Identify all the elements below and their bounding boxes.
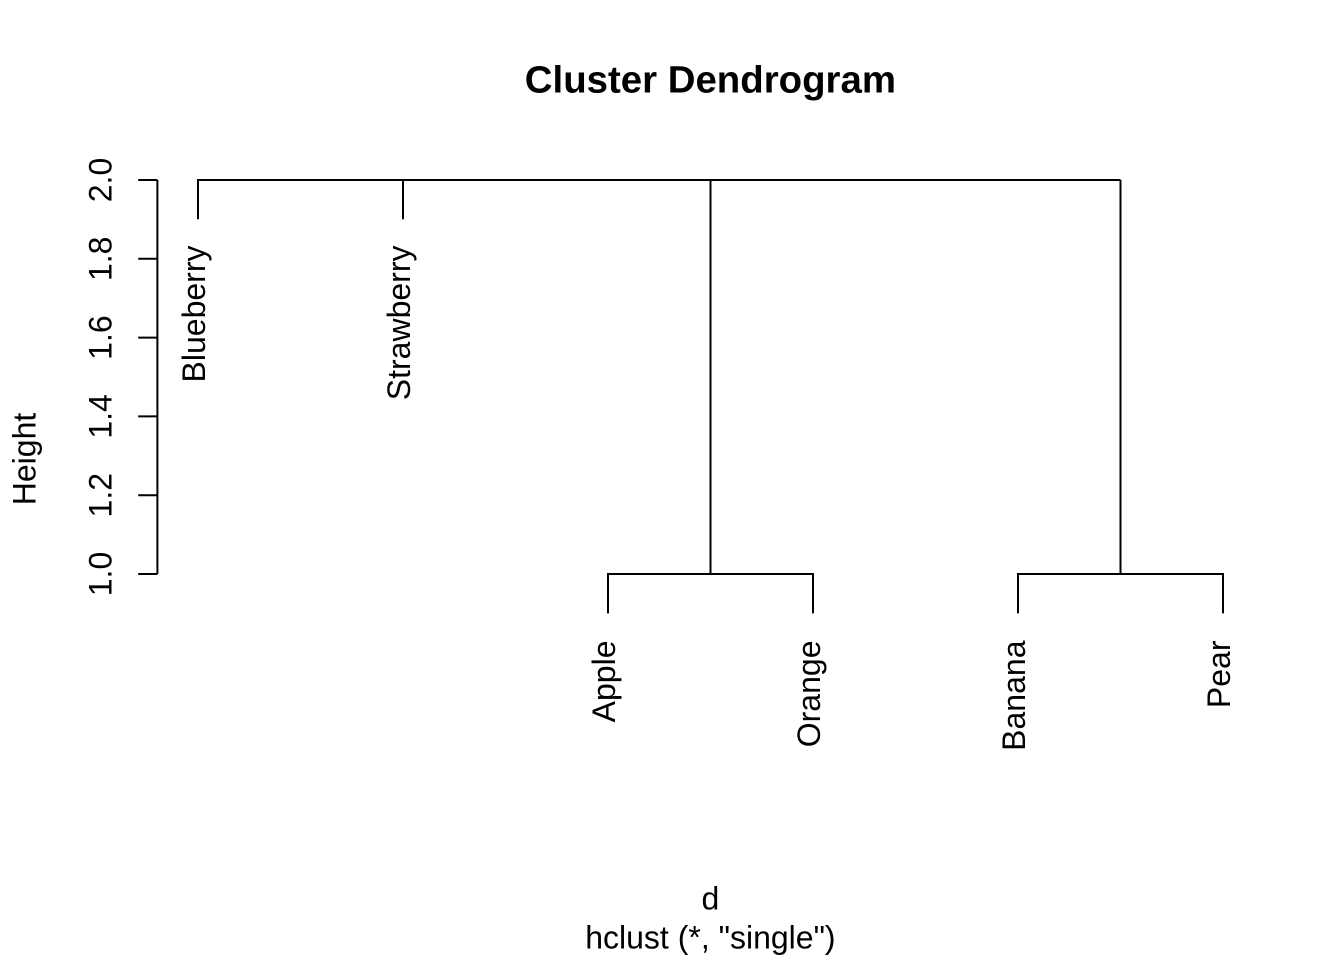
svg-text:1.6: 1.6 <box>82 315 118 359</box>
svg-text:1.4: 1.4 <box>82 394 118 438</box>
svg-text:Orange: Orange <box>791 641 827 748</box>
svg-text:1.8: 1.8 <box>82 237 118 281</box>
svg-text:1.0: 1.0 <box>82 552 118 596</box>
svg-text:d: d <box>702 880 720 916</box>
svg-text:2.0: 2.0 <box>82 158 118 202</box>
svg-text:Pear: Pear <box>1201 640 1237 708</box>
svg-text:1.2: 1.2 <box>82 473 118 517</box>
svg-text:Banana: Banana <box>996 640 1032 751</box>
svg-text:Height: Height <box>6 413 42 506</box>
svg-text:hclust (*, "single"): hclust (*, "single") <box>585 919 835 955</box>
svg-text:Cluster Dendrogram: Cluster Dendrogram <box>525 58 896 101</box>
svg-text:Blueberry: Blueberry <box>176 246 212 383</box>
svg-text:Strawberry: Strawberry <box>381 246 417 401</box>
svg-text:Apple: Apple <box>586 641 622 723</box>
